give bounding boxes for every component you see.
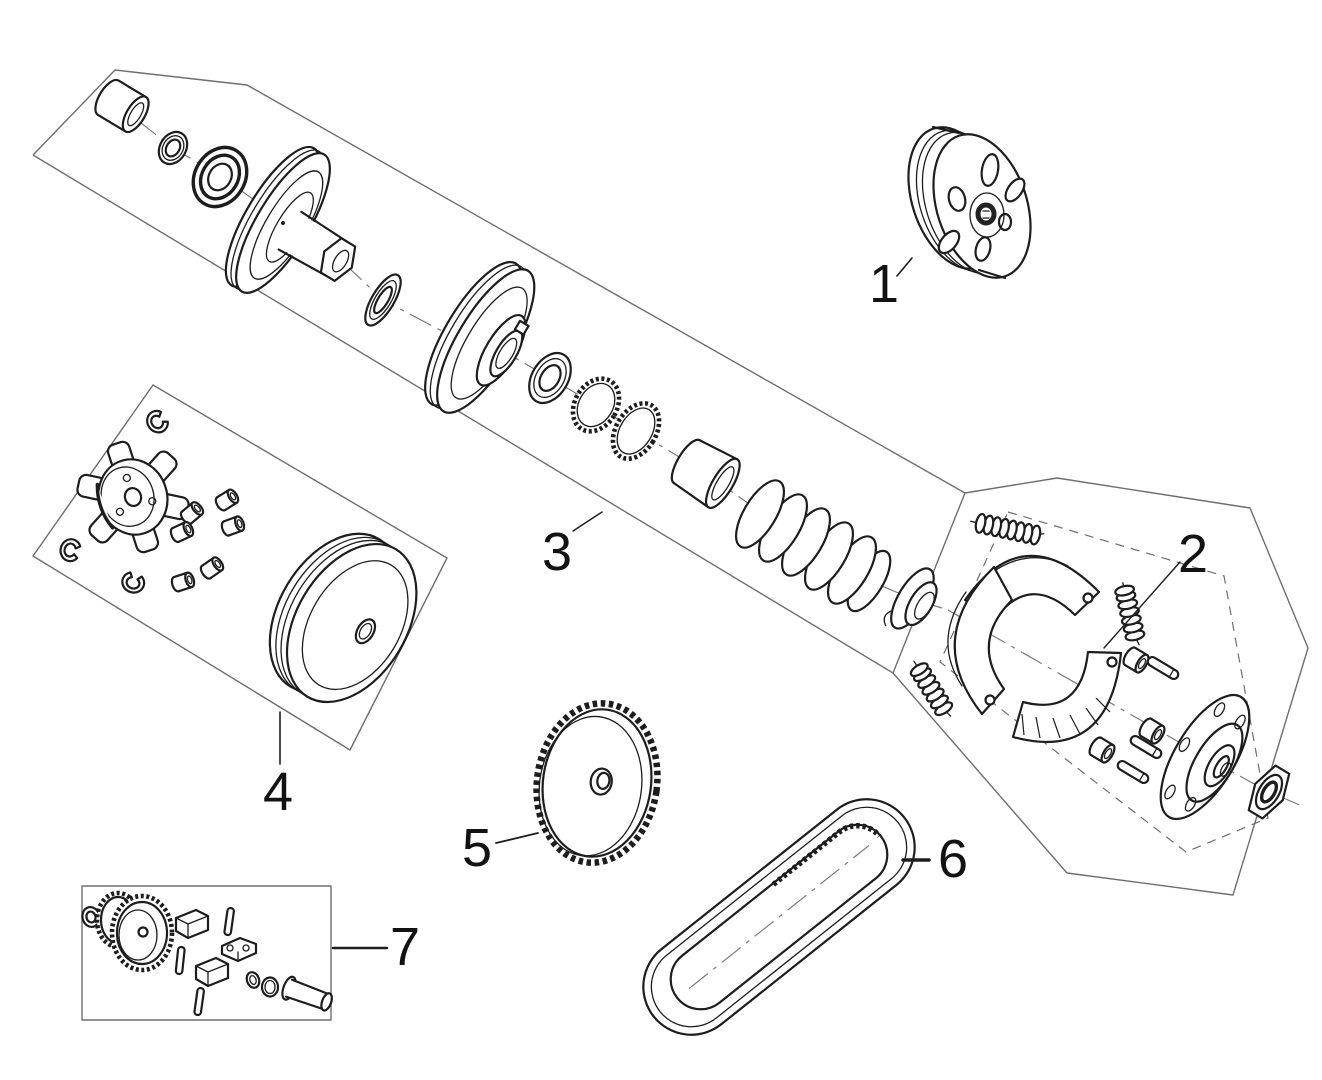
callout-7: 7 [390,917,420,977]
clutch-spring-left [907,659,956,719]
kit-ring [260,976,280,998]
leader-2 [1103,561,1181,649]
clutch-axis-line [947,609,1303,807]
callout-labels: 1 2 3 4 5 6 7 [263,254,1208,977]
washer [157,130,189,166]
shoe-pivot-hole [1082,592,1094,604]
kit-pin [174,945,186,976]
ratchet-block-2 [194,956,230,988]
roller-weight [197,554,227,582]
pulley-sliding-half [424,260,536,414]
callout-5: 5 [462,818,492,878]
callout-leaders [279,257,1181,950]
clutch-shoe-left [953,565,1014,716]
pulley-fixed-half [224,145,357,294]
belt-cog-teeth [771,823,882,887]
leader-3 [572,511,603,532]
roller-weight [212,486,242,514]
slide-guide [118,569,148,597]
roller-weight [218,514,248,538]
clutch-drive-plate [1159,693,1251,821]
clutch-bell [907,125,1032,280]
group-boundaries [32,69,1309,1021]
driven-pulley-group-outline-bottom [32,154,894,674]
damper-bushing [1085,734,1119,766]
clutch-bell-hub [969,192,1005,238]
drive-belt [642,798,916,1036]
keyway-slot [513,319,530,336]
kit-washer [245,971,261,989]
callout-4: 4 [263,762,293,822]
driven-pulley-exploded-group [94,78,938,630]
shaft-nut [319,237,357,282]
clutch-pin [1115,758,1151,786]
torque-spring [735,479,892,613]
clutch-spring-top [970,512,1045,547]
clutch-pin [1145,654,1181,682]
flanged-washer [364,273,402,327]
leader-5 [495,832,539,844]
thrust-washer [528,351,572,405]
idle-gear [94,890,175,973]
damper-bushing [1119,644,1153,676]
clutch-bell-slots [937,153,1026,262]
slide-guide [141,406,172,438]
clutch-shoe-bottom [1011,650,1123,743]
slide-guide [56,535,83,565]
clutch-group-inner-dashed-outline [939,511,1269,853]
spring-seat [883,567,938,630]
kit-bracket [220,936,258,963]
driven-pulley-group-outline [32,69,966,494]
shoe-lining-hatch [1021,697,1111,739]
callout-2: 2 [1178,524,1208,584]
small-parts-box [81,885,332,1021]
shoe-pivot-hole [1106,656,1118,668]
kit-pin [193,986,205,1017]
shoe-pivot-hole [984,694,996,706]
kit-pin [223,906,235,937]
clutch-spring-right [1113,582,1147,646]
drive-face-pulley [268,532,418,704]
spacer-bushing [94,78,150,134]
kit-shaft-bolt [281,975,333,1012]
callout-6: 6 [938,829,968,889]
variator-group-outline [32,384,448,751]
ramp-plate [76,440,190,554]
clutch-assembly-group [907,512,1291,821]
snap-ring-2 [610,400,662,462]
callout-1: 1 [869,254,899,314]
callout-3: 3 [542,522,572,582]
variator-group [56,406,418,704]
bearing-seal [191,145,249,209]
leader-1 [896,257,913,277]
roller-weight [169,570,197,594]
small-parts-kit-group [81,890,333,1017]
ratchet-block-1 [174,908,210,940]
snap-ring-1 [570,376,622,434]
spring-guide-sleeve [670,438,741,509]
starter-driven-gear [533,700,661,866]
clutch-nut [1247,764,1291,820]
